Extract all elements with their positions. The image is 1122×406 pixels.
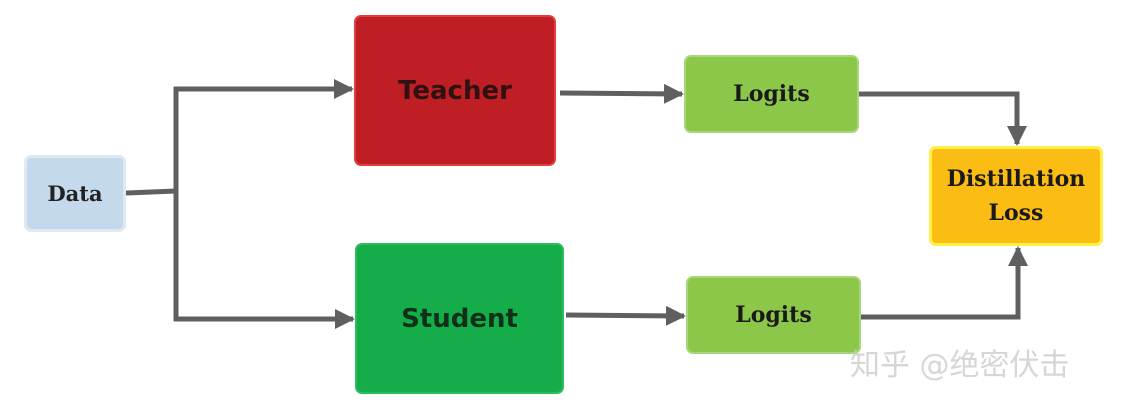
teacher-logits-node: Logits — [684, 55, 859, 133]
student-logits-label: Logits — [735, 302, 812, 328]
student-node: Student — [355, 243, 564, 394]
teacher-node: Teacher — [354, 15, 556, 166]
student-logits-node: Logits — [686, 276, 861, 354]
edge-logits-bottom-distill — [861, 246, 1028, 320]
distillation-loss-label-line1: Distillation — [946, 166, 1086, 192]
edge-data-trunk — [125, 188, 177, 196]
data-node: Data — [24, 155, 126, 232]
edge-student-logits — [565, 305, 686, 326]
edge-teacher-logits — [559, 83, 684, 104]
edge-logits-top-distill — [859, 91, 1027, 146]
distillation-loss-label-line2: Loss — [988, 200, 1044, 226]
student-node-label: Student — [401, 303, 518, 334]
teacher-logits-label: Logits — [733, 81, 810, 107]
distillation-loss-node: Distillation Loss — [929, 146, 1103, 246]
data-node-label: Data — [47, 181, 103, 206]
teacher-node-label: Teacher — [398, 75, 512, 106]
watermark: 知乎 @绝密伏击 — [850, 348, 1070, 383]
